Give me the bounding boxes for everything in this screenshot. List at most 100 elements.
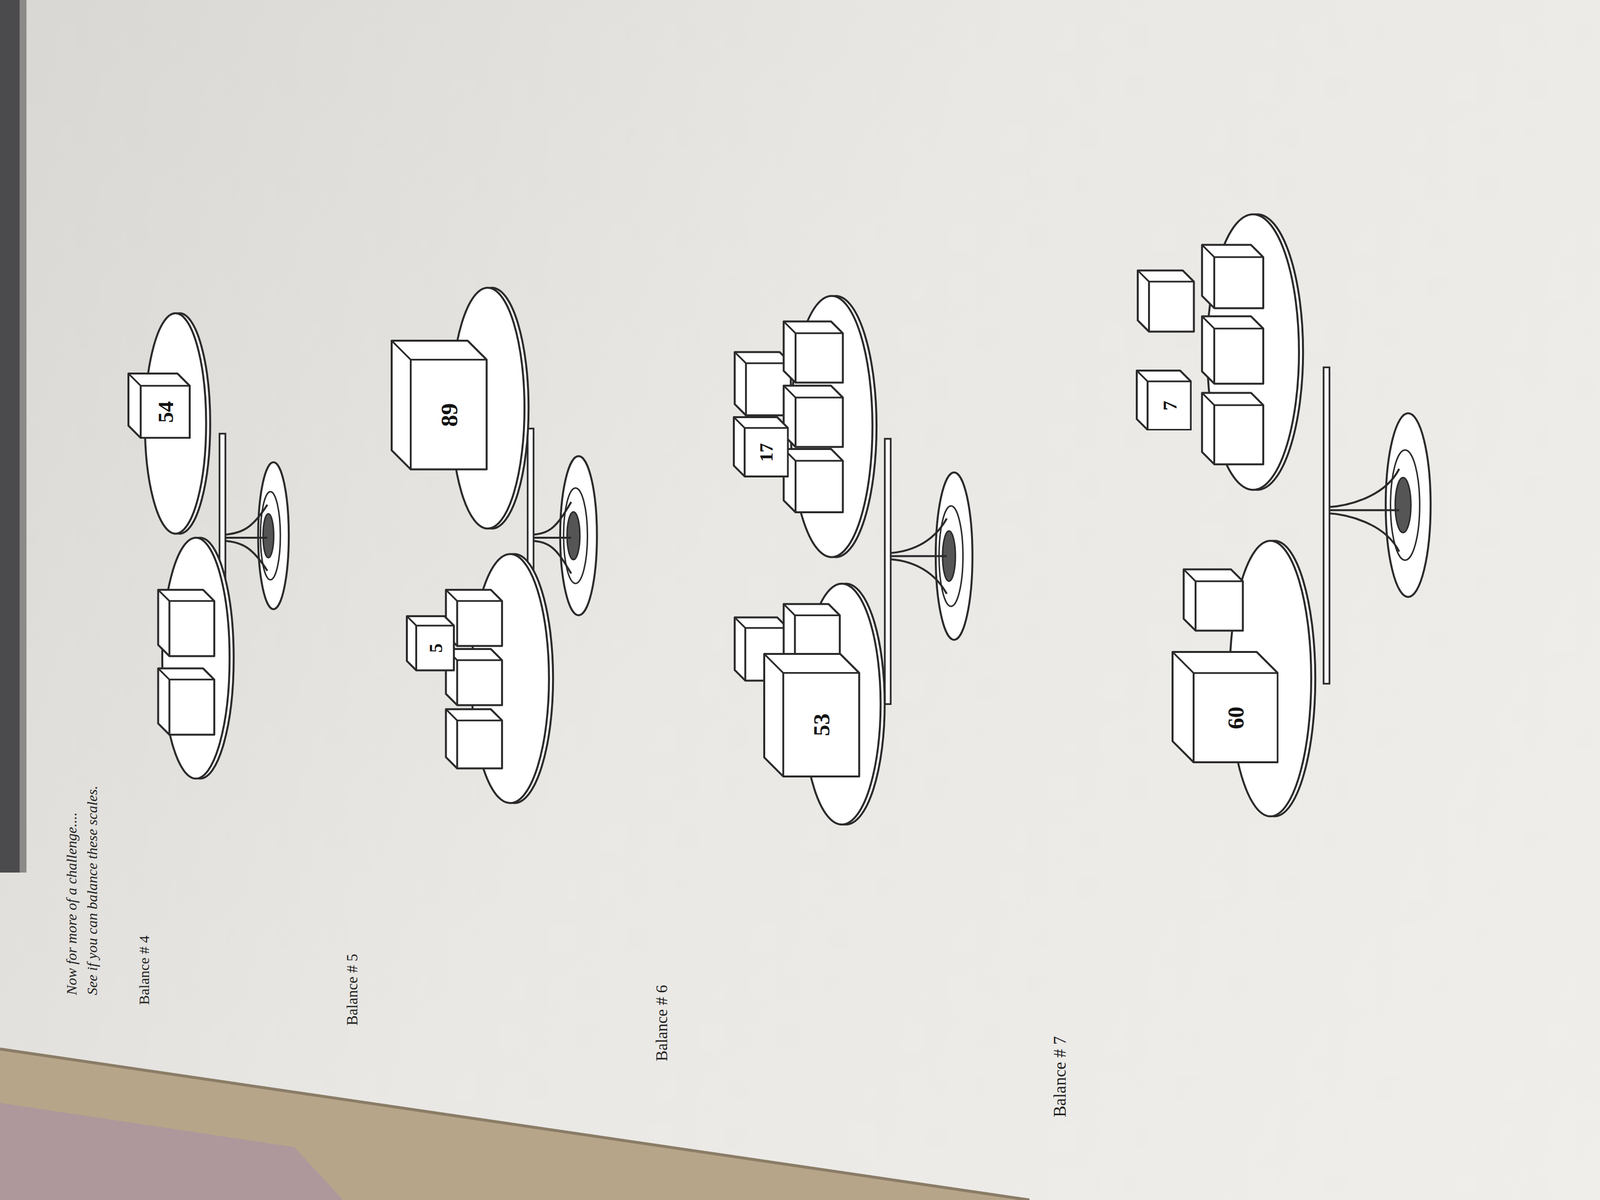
cube-edge xyxy=(456,600,459,647)
cube-edge xyxy=(1194,581,1197,631)
weight-number: 5 xyxy=(424,643,447,653)
weight-block xyxy=(405,615,455,672)
weight-block xyxy=(783,385,844,448)
number-holder: 17 xyxy=(744,427,790,478)
base-ring xyxy=(263,513,275,558)
weight-number: 54 xyxy=(152,400,178,423)
cube-edge xyxy=(391,340,487,470)
cube-shape xyxy=(733,417,788,477)
scale-beam xyxy=(1323,367,1330,684)
numbered-weight: 89 xyxy=(390,339,488,471)
scale-pan xyxy=(162,537,230,779)
cube-edge xyxy=(168,679,171,735)
numbered-weight: 60 xyxy=(1171,650,1279,764)
weight-block xyxy=(1201,245,1264,309)
cube-edge xyxy=(783,321,844,383)
weight-number: 53 xyxy=(808,713,835,737)
cube-outline xyxy=(391,340,487,470)
scale-stem xyxy=(1326,469,1400,552)
cube-edge xyxy=(794,333,797,383)
weight-block xyxy=(1137,270,1194,332)
scale-beam xyxy=(884,438,891,704)
number-holder: 7 xyxy=(1147,380,1193,431)
cube-edge xyxy=(409,359,412,470)
cube-edge xyxy=(783,385,844,448)
weight-number: 60 xyxy=(1222,706,1249,729)
numbered-weight: 5 xyxy=(405,615,455,672)
cube-edge xyxy=(168,600,171,656)
cube-shape xyxy=(1136,370,1191,430)
cube-outline xyxy=(1201,316,1264,384)
cube-edge xyxy=(158,589,215,656)
cube-outline xyxy=(1183,569,1244,631)
weight-number: 7 xyxy=(1157,400,1181,411)
scale-base xyxy=(1385,413,1431,598)
cube-edge xyxy=(1172,651,1278,763)
page-edge xyxy=(0,1049,1030,1200)
base-ring xyxy=(1395,477,1411,533)
binder-edge xyxy=(0,0,20,873)
base-ring xyxy=(567,511,580,560)
cube-edge xyxy=(415,625,418,671)
cube-edge xyxy=(744,627,747,681)
scale-base xyxy=(258,462,289,610)
cube-edge xyxy=(139,385,142,438)
number-holder: 5 xyxy=(415,625,455,672)
scale-stem xyxy=(222,504,268,572)
cube-edge xyxy=(783,449,844,513)
cube-shape xyxy=(406,616,454,671)
cube-edge xyxy=(764,653,860,777)
weight-block xyxy=(158,668,215,735)
cube-edge xyxy=(1148,281,1150,332)
cube-edge xyxy=(1213,328,1216,384)
cube-outline xyxy=(158,589,215,656)
cube-outline xyxy=(764,653,860,777)
balance-label: Balance # 6 xyxy=(652,984,671,1062)
numbered-weight: 53 xyxy=(763,652,861,778)
cube-edge xyxy=(1201,392,1264,465)
number-holder: 53 xyxy=(782,672,861,778)
weight-block xyxy=(734,351,791,416)
cube-edge xyxy=(406,616,454,671)
cube-edge xyxy=(158,668,215,735)
cube-outline xyxy=(1201,392,1264,465)
cube-outline xyxy=(1136,370,1191,430)
cube-shape xyxy=(391,340,487,470)
cube-outline xyxy=(1172,651,1278,763)
weight-block xyxy=(1201,316,1264,384)
cube-edge xyxy=(1213,404,1216,465)
cube-edge xyxy=(794,397,797,448)
cube-outline xyxy=(783,385,844,448)
number-holder: 89 xyxy=(410,359,488,471)
cube-outline xyxy=(733,417,788,477)
weight-block xyxy=(783,321,844,383)
cube-edge xyxy=(745,363,748,416)
cube-edge xyxy=(1213,257,1216,309)
cube-outline xyxy=(783,449,844,513)
cube-outline xyxy=(406,616,454,671)
cube-edge xyxy=(1201,316,1264,384)
page-heading: Now for more of a challenge.... xyxy=(63,812,80,996)
cube-outline xyxy=(783,321,844,383)
cube-outline xyxy=(446,709,502,769)
cube-edge xyxy=(446,709,502,769)
weight-block xyxy=(1183,569,1244,631)
cube-edge xyxy=(1183,569,1244,631)
cube-outline xyxy=(128,373,190,438)
weight-block xyxy=(446,709,502,769)
weight-block xyxy=(1135,369,1192,431)
numbered-weight: 17 xyxy=(732,416,789,478)
cube-edge xyxy=(456,720,459,769)
cube-edge xyxy=(456,660,459,706)
cube-outline xyxy=(1137,270,1194,332)
scale-base xyxy=(560,455,598,616)
cube-outline xyxy=(1201,245,1264,309)
numbered-weight: 7 xyxy=(1135,369,1192,431)
weight-block xyxy=(158,589,215,656)
cube-outline xyxy=(734,351,791,416)
table-surface xyxy=(0,1049,1030,1200)
cube-edge xyxy=(794,460,797,513)
